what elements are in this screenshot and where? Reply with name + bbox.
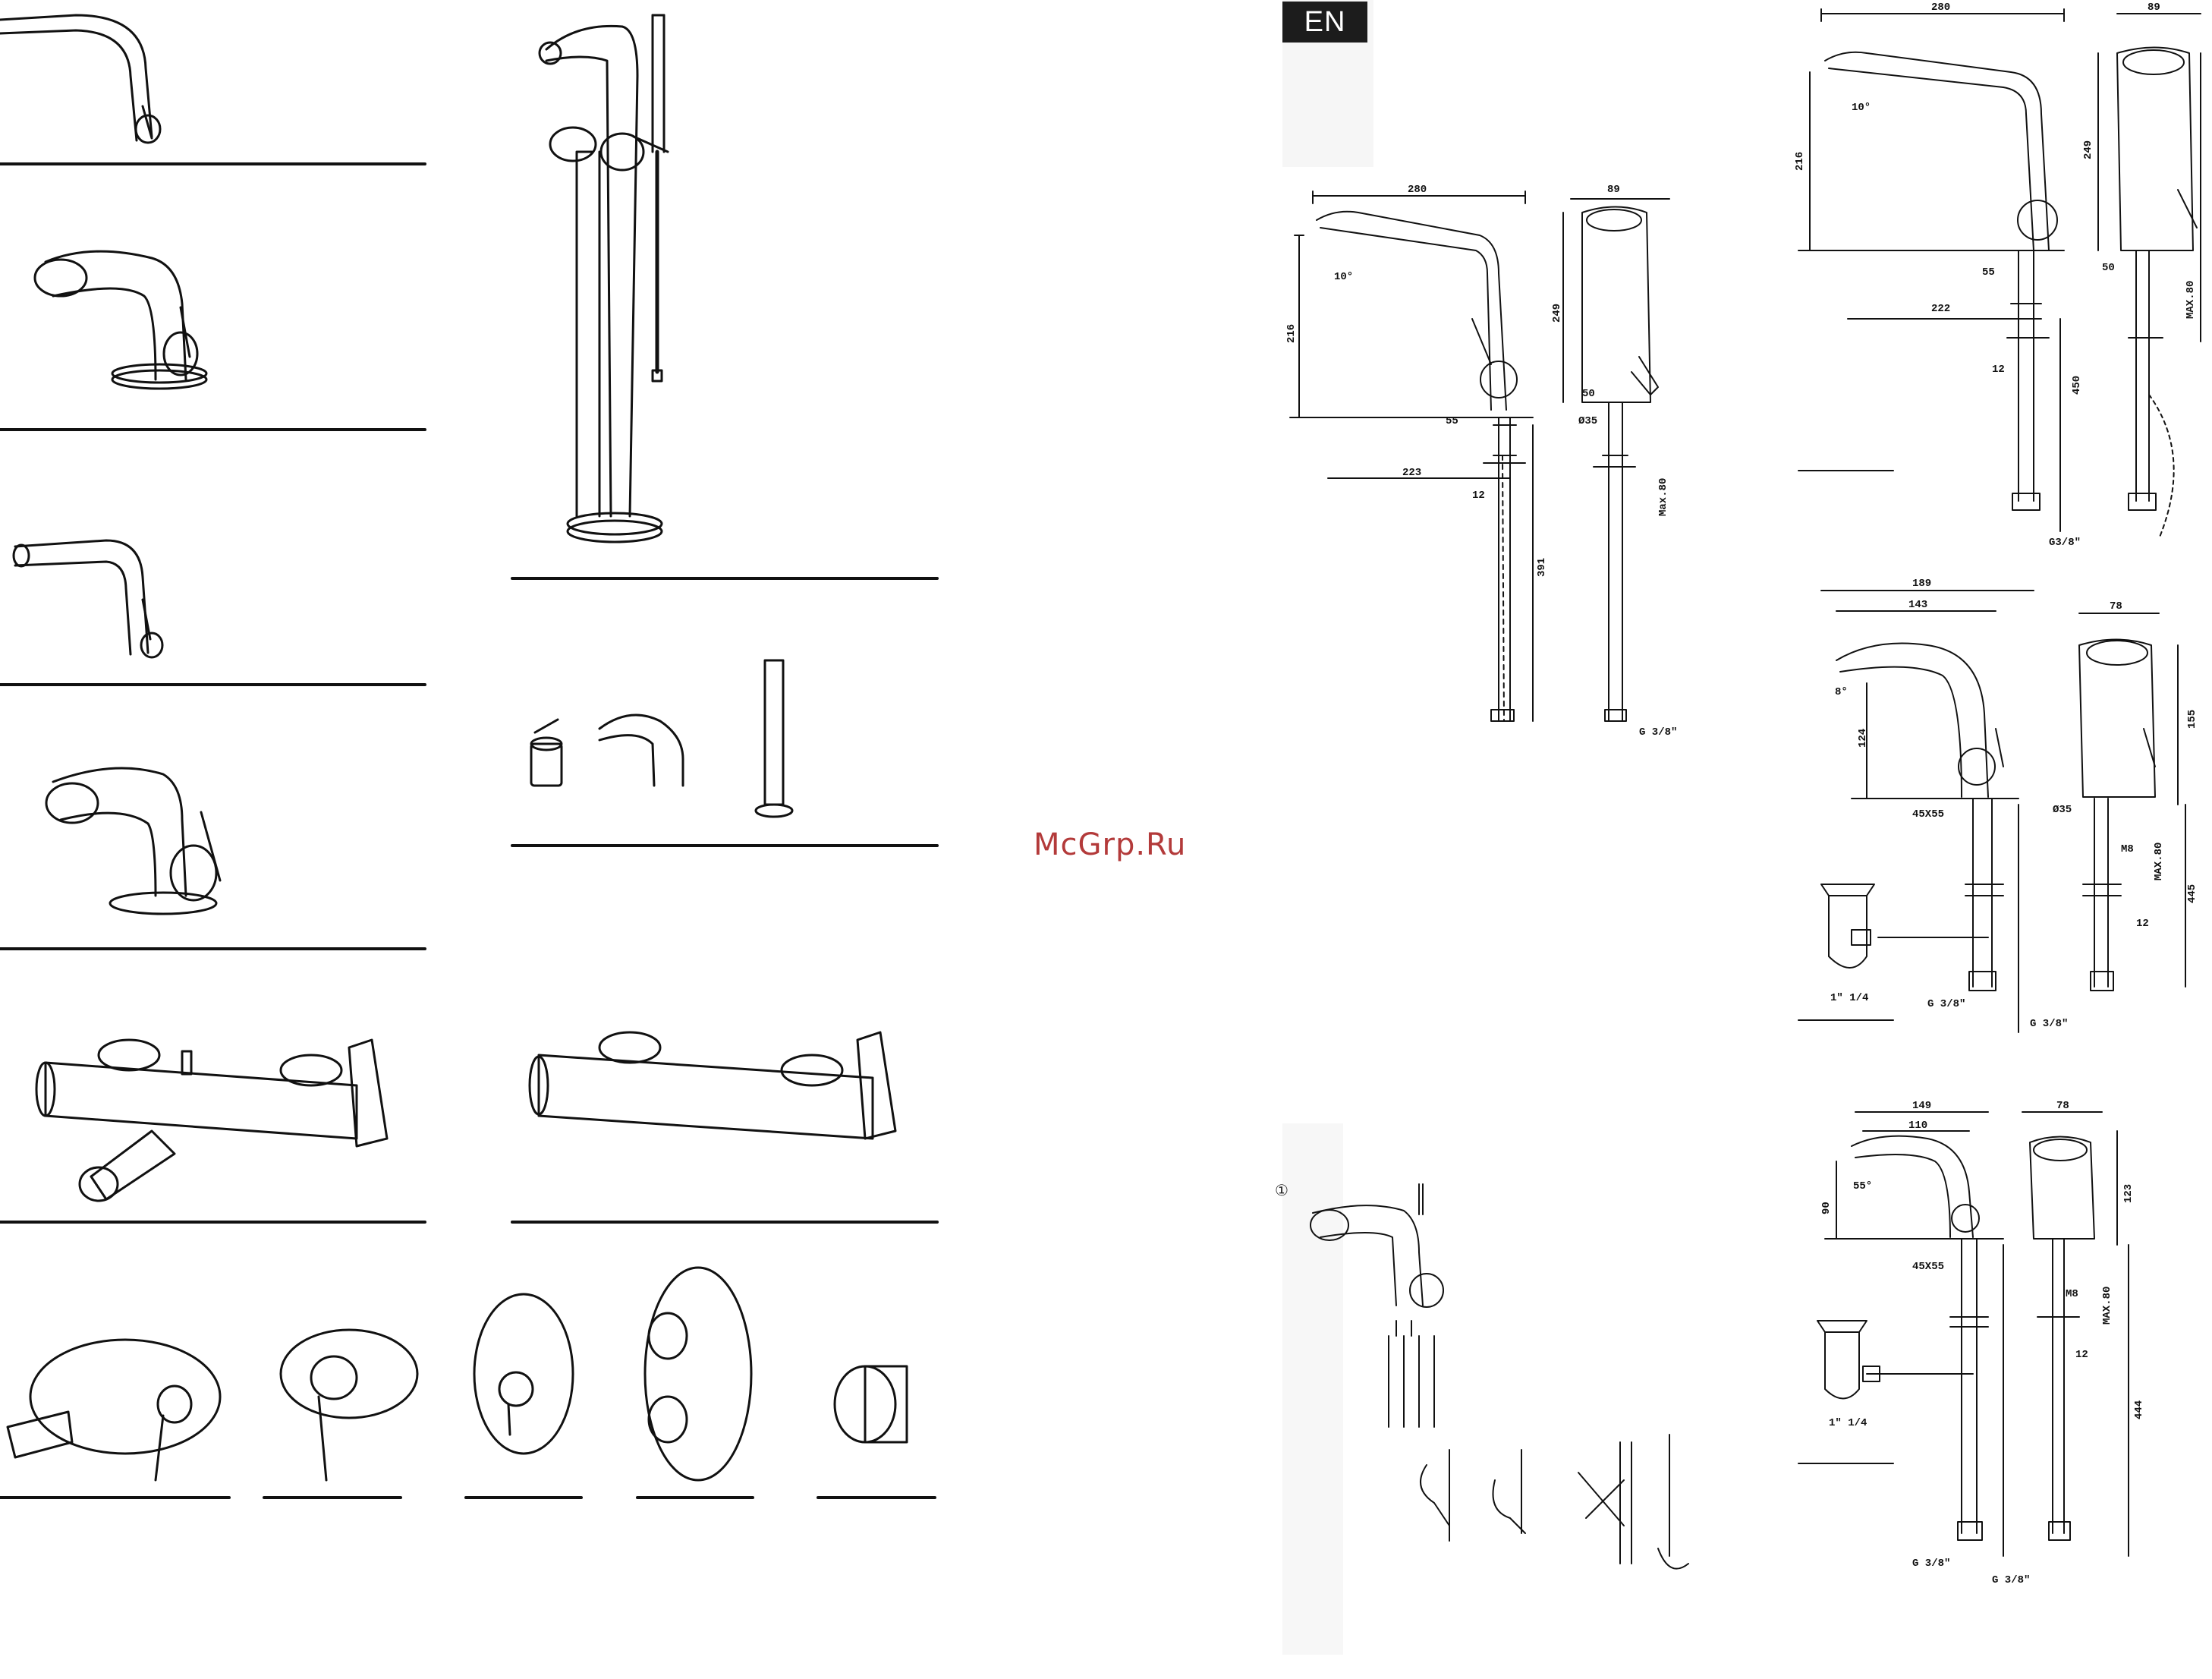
faucet-tall-1 (0, 14, 162, 144)
angle-label: 10° (1334, 271, 1354, 283)
angle-label: 8° (1835, 686, 1848, 698)
dim-label: 55 (1982, 266, 1995, 279)
dim-label: 123 (2122, 1183, 2135, 1203)
dim-label: 189 (1912, 578, 1932, 590)
hex-label: 12 (1472, 490, 1485, 502)
thread-label: G 3/8" (1927, 998, 1966, 1010)
faucet-tall-2 (12, 539, 164, 659)
watermark: McGrp.Ru (1034, 827, 1187, 862)
thread-label: G 3/8" (2030, 1018, 2069, 1030)
dim-label: 280 (1931, 2, 1951, 14)
dim-label: 249 (2082, 140, 2094, 159)
dim-label: Max.80 (1657, 477, 1669, 516)
dim-label: 124 (1857, 728, 1869, 748)
step-marker: ① (1275, 1181, 1288, 1199)
faucet-basin-1 (33, 250, 208, 390)
hex-label: 12 (2136, 918, 2149, 930)
dim-label: 155 (2186, 709, 2198, 729)
waste-label: 1" 1/4 (1830, 992, 1869, 1004)
faucet-wall-shower (528, 1031, 897, 1140)
dim-label: MAX.80 (2185, 280, 2197, 319)
dim-label: 223 (1402, 467, 1422, 479)
dim-label: 450 (2071, 375, 2083, 395)
dim-label: 280 (1408, 184, 1427, 196)
tech-drawing-2 (1798, 8, 2201, 540)
waste-label: 1" 1/4 (1829, 1417, 1867, 1429)
dim-label: 89 (2147, 2, 2160, 14)
angle-label: 10° (1852, 102, 1871, 114)
dim-label: 216 (1794, 151, 1806, 171)
thread-label: G 3/8" (1992, 1574, 2031, 1586)
angle-label: 55° (1853, 1180, 1873, 1192)
dim-label: Ø35 (2053, 804, 2072, 816)
dim-label: 78 (2110, 600, 2122, 613)
dim-label: 445 (2186, 884, 2198, 903)
dim-label: M8 (2121, 843, 2134, 855)
hex-label: 12 (1992, 364, 2005, 376)
language-badge: EN (1282, 2, 1367, 43)
dim-label: 444 (2133, 1400, 2145, 1419)
drain-label: 45X55 (1912, 808, 1945, 821)
faucet-basin-2 (45, 767, 222, 915)
dim-label: M8 (2066, 1288, 2078, 1300)
dim-label: 55 (1446, 415, 1458, 427)
tech-drawing-1 (1289, 191, 1670, 722)
tech-drawing-3 (1798, 590, 2186, 1033)
dim-label: 222 (1931, 303, 1951, 315)
separator-lines (0, 162, 939, 1499)
dim-label: Ø35 (1578, 415, 1598, 427)
thread-label: G3/8" (2049, 537, 2081, 549)
dim-label: 89 (1607, 184, 1620, 196)
dim-label: 78 (2056, 1100, 2069, 1112)
dim-label: MAX.80 (2101, 1286, 2113, 1325)
thread-label: G 3/8" (1639, 726, 1678, 739)
tech-drawing-4 (1798, 1111, 2129, 1557)
dim-label: 50 (1582, 388, 1595, 400)
dim-label: 110 (1908, 1120, 1928, 1132)
thread-label: G 3/8" (1912, 1558, 1951, 1570)
dim-label: MAX.80 (2153, 842, 2165, 880)
faucet-floorstanding (538, 14, 669, 543)
dim-label: 391 (1536, 557, 1548, 577)
dim-label: 50 (2102, 262, 2115, 274)
installation-steps (1310, 1183, 1689, 1570)
dim-label: 90 (1820, 1202, 1833, 1214)
concealed-mixers (6, 1266, 908, 1482)
dim-label: 249 (1551, 303, 1563, 323)
dim-label: 143 (1908, 599, 1928, 611)
dim-label: 216 (1285, 323, 1298, 343)
faucet-three-hole (530, 659, 794, 818)
drain-label: 45X55 (1912, 1261, 1945, 1273)
hex-label: 12 (2075, 1349, 2088, 1361)
faucet-wall-bath (35, 1038, 389, 1202)
dim-label: 149 (1912, 1100, 1932, 1112)
